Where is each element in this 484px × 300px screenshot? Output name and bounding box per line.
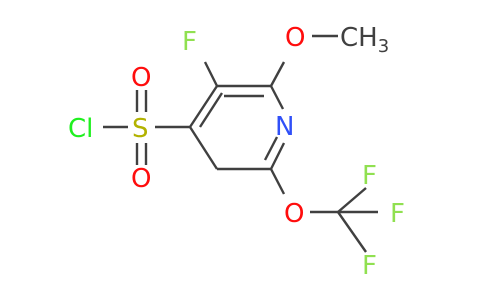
atom-oxygen-methoxy: O xyxy=(285,23,305,53)
atom-fluorine-3: F xyxy=(362,251,377,281)
atom-nitrogen: N xyxy=(275,112,294,142)
bond-n-c6 xyxy=(269,142,286,170)
atom-methyl: CH3 xyxy=(340,23,389,57)
methyl-subscript: 3 xyxy=(378,36,389,57)
atom-sulfur: S xyxy=(132,114,149,144)
bond-c6-o xyxy=(269,168,286,195)
bond-c2-n xyxy=(269,85,285,110)
bond-c-f3 xyxy=(337,211,367,253)
bond-c3-f xyxy=(203,61,219,87)
atom-fluorine-ring: F xyxy=(182,27,197,57)
bond-c5-c4 xyxy=(188,126,219,170)
atom-chlorine: Cl xyxy=(68,114,93,144)
methyl-ch: CH xyxy=(340,23,378,53)
bond-c-f1 xyxy=(337,187,367,213)
bond-c4-c3 xyxy=(188,85,219,128)
atom-fluorine-1: F xyxy=(362,161,377,191)
atom-oxygen-top: O xyxy=(131,63,151,93)
atom-oxygen-trifluoromethoxy: O xyxy=(284,199,304,229)
bond-n-c6-inner xyxy=(263,136,279,161)
atom-oxygen-bottom: O xyxy=(131,164,151,194)
bond-c2-o xyxy=(269,61,286,87)
bond-c4-c3-inner xyxy=(198,92,224,128)
atom-fluorine-2: F xyxy=(390,199,405,229)
